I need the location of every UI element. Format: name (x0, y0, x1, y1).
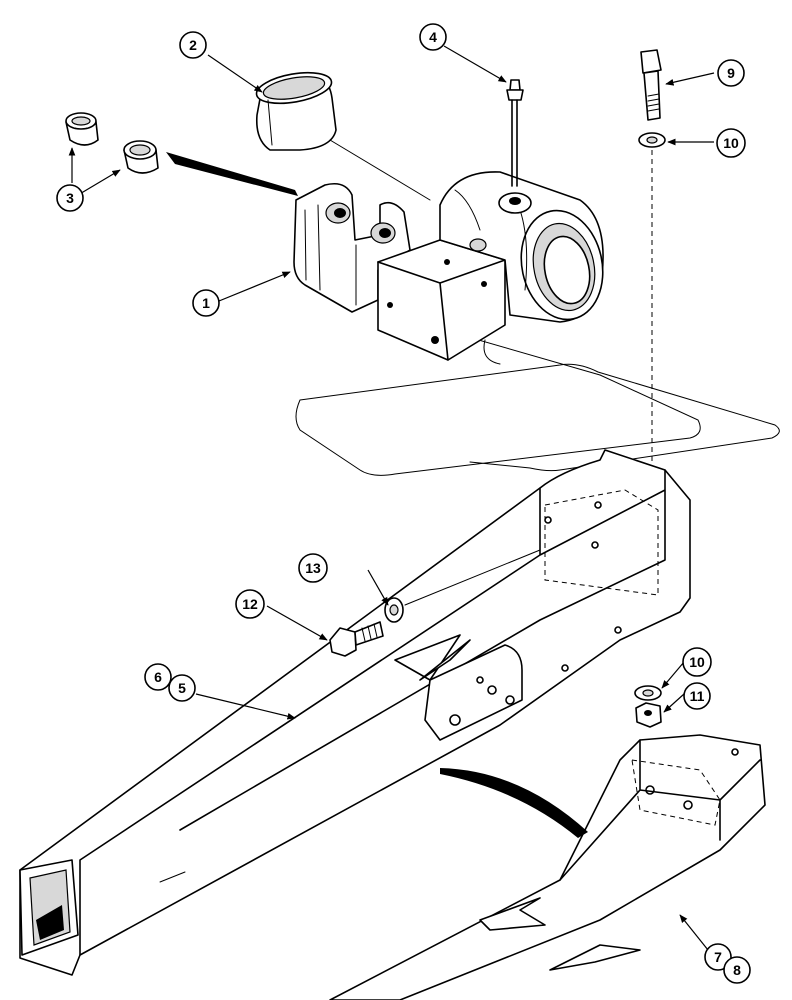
callout-7-label: 7 (714, 949, 722, 965)
washer-part-13 (384, 597, 404, 623)
callout-4: 4 (419, 23, 447, 51)
callout-1-label: 1 (202, 295, 210, 311)
callout-1: 1 (192, 289, 220, 317)
callout-5: 5 (168, 674, 196, 702)
callout-3: 3 (56, 184, 84, 212)
callout-7: 7 (704, 943, 732, 971)
callout-8-label: 8 (733, 962, 741, 978)
bolt-part-12 (329, 621, 384, 657)
callout-11: 11 (683, 682, 711, 710)
alternate-beam-part-7-8 (329, 734, 766, 1000)
callout-12-label: 12 (242, 596, 258, 612)
callout-2: 2 (179, 31, 207, 59)
bolt-12-centerline (404, 549, 541, 606)
grease-fitting-part-4 (506, 79, 524, 187)
callout-5-label: 5 (178, 680, 186, 696)
axle-beam-part-5-6 (19, 449, 691, 976)
callout-8: 8 (723, 956, 751, 984)
bushing-centerline (329, 139, 431, 201)
leader-lines (68, 45, 715, 951)
callout-10-upper: 10 (716, 128, 746, 158)
callout-3-label: 3 (66, 190, 74, 206)
callout-10-lower-label: 10 (689, 654, 705, 670)
callout-10-lower: 10 (682, 647, 712, 677)
callout-2-label: 2 (189, 37, 197, 53)
callout-11-label: 11 (690, 688, 705, 704)
callout-12: 12 (235, 589, 265, 619)
pivot-housing-part-1 (293, 171, 604, 361)
bushing-part-2 (255, 71, 337, 151)
callout-6: 6 (144, 663, 172, 691)
washer-part-10-upper (638, 132, 666, 148)
assembly-arrow-upper (166, 152, 298, 196)
bolt-part-9 (640, 49, 662, 121)
nut-part-11 (635, 702, 662, 728)
callout-4-label: 4 (429, 29, 437, 45)
callout-6-label: 6 (154, 669, 162, 685)
washer-part-10-lower (634, 685, 662, 701)
callout-9-label: 9 (727, 65, 735, 81)
callout-9: 9 (717, 59, 745, 87)
small-bushings-part-3 (65, 112, 159, 174)
callout-13: 13 (298, 553, 328, 583)
callout-10-upper-label: 10 (723, 135, 739, 151)
callout-13-label: 13 (305, 560, 321, 576)
assembly-arrow-lower (440, 768, 588, 838)
mounting-outline-ghost (295, 325, 780, 476)
